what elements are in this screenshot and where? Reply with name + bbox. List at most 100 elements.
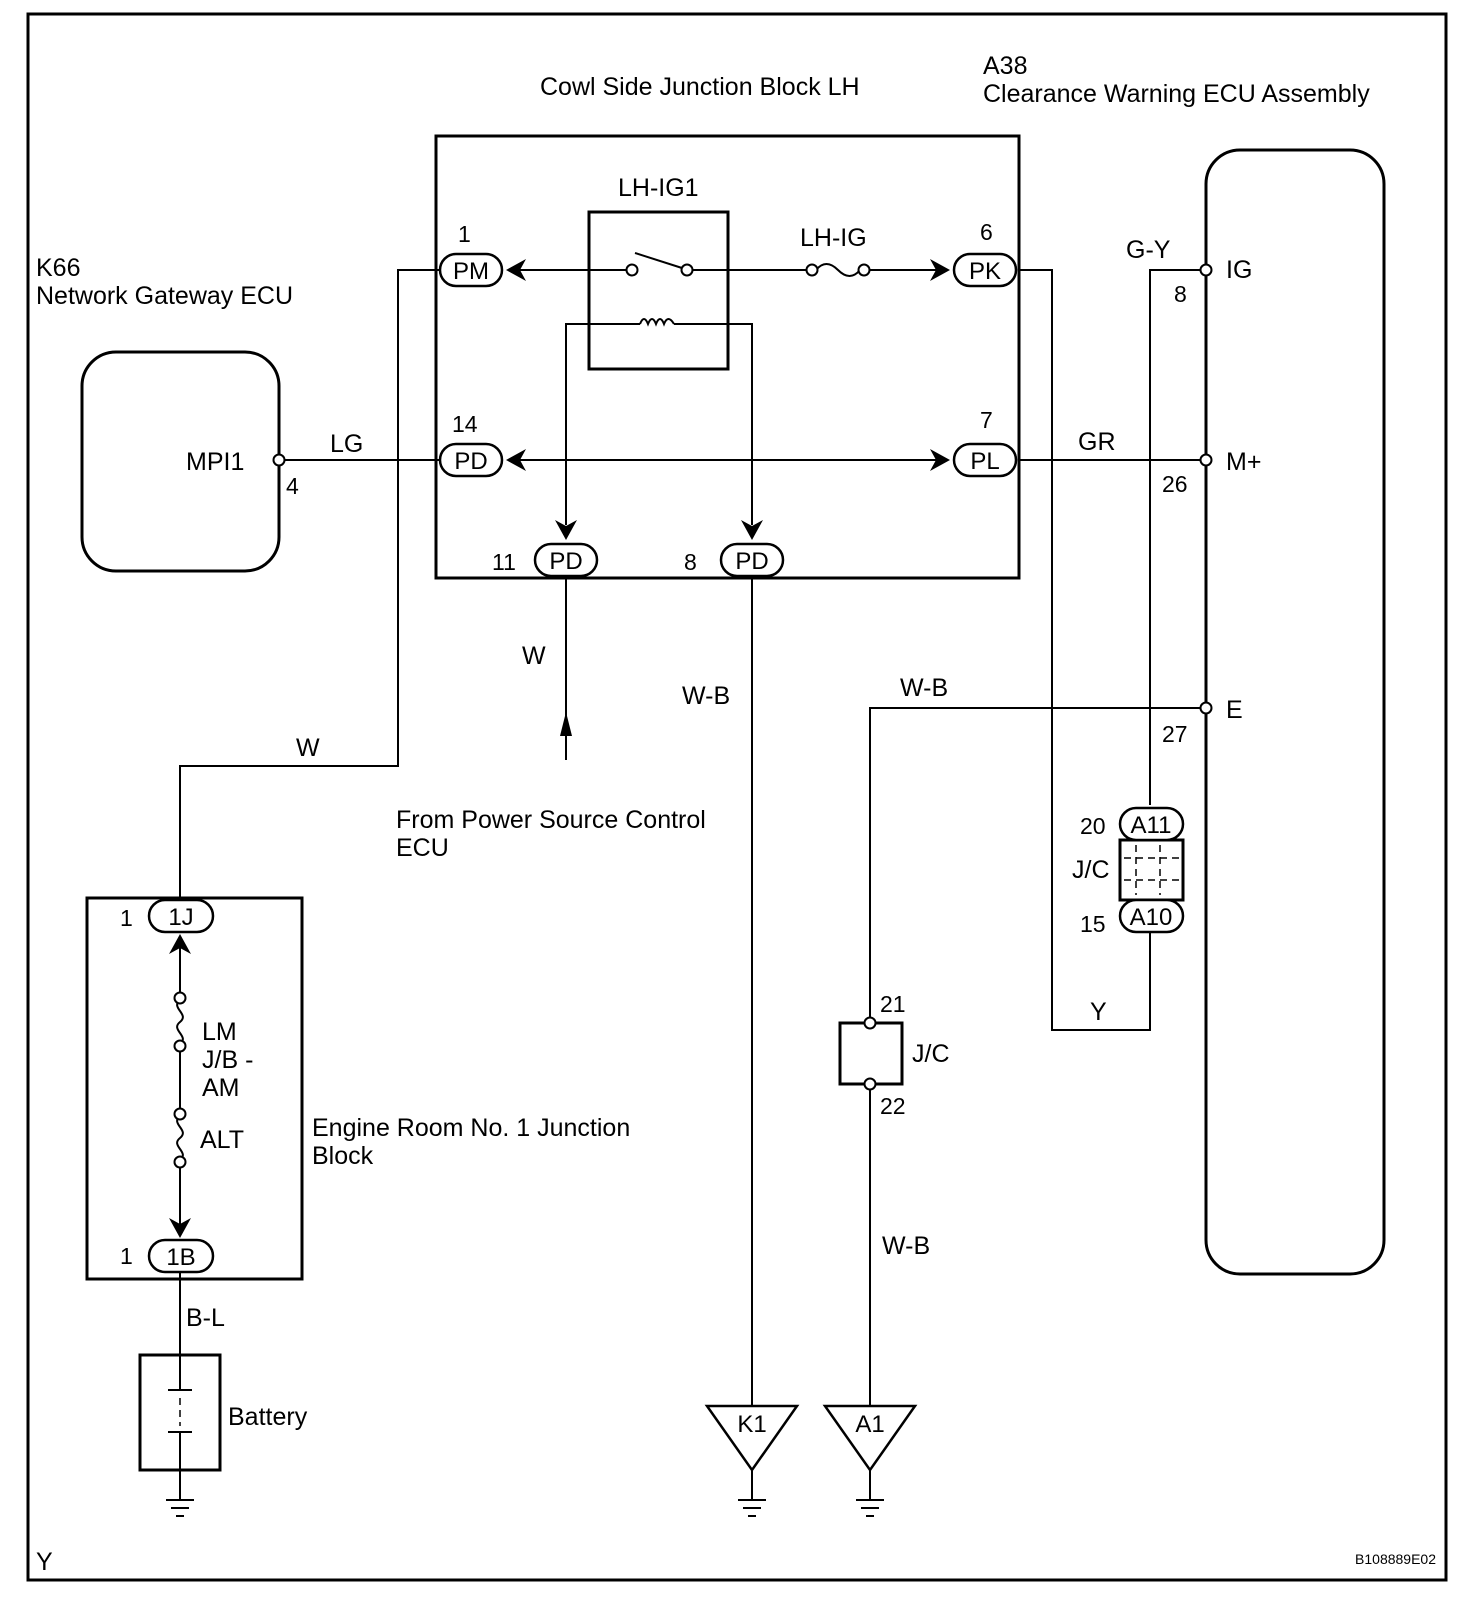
node-fuse-1 <box>805 263 819 277</box>
node-mplus <box>1199 453 1213 467</box>
from-power-source-1: From Power Source Control <box>396 806 706 834</box>
wire-label-gy: G-Y <box>1126 236 1171 264</box>
connector-1b <box>147 1238 215 1274</box>
fuse-lh-ig-symbol <box>815 263 861 277</box>
node-ig <box>1199 263 1213 277</box>
node-lm-2 <box>173 1039 187 1053</box>
connector-pd-14 <box>438 442 504 478</box>
wire-y <box>1020 269 1151 1031</box>
wire-label-w-mid: W <box>522 642 546 670</box>
fuse-alt-symbol <box>176 1115 184 1161</box>
connector-pd-8-label: PD <box>735 548 768 575</box>
fuse-lh-ig-label: LH-IG <box>800 224 867 252</box>
chevron-pm-icon <box>506 259 526 281</box>
jc-block-upper <box>1118 838 1185 902</box>
chevron-pd8-icon <box>741 520 763 540</box>
connector-a11 <box>1118 806 1185 842</box>
node-relay-contact-1 <box>625 263 639 277</box>
pin-pk: 6 <box>980 219 993 245</box>
terminal-mplus: M+ <box>1226 448 1261 476</box>
pin-pd-8: 8 <box>684 549 697 575</box>
ground-point-k1-label: K1 <box>737 1411 766 1438</box>
wire-label-wb-low: W-B <box>882 1232 930 1260</box>
relay-coil-symbol <box>639 318 675 327</box>
ground-point-k1 <box>704 1404 800 1473</box>
wire-label-lg: LG <box>330 430 363 458</box>
connector-pm <box>438 252 504 288</box>
a38-name: Clearance Warning ECU Assembly <box>983 80 1370 108</box>
terminal-e: E <box>1226 696 1243 724</box>
battery-label: Battery <box>228 1403 308 1431</box>
chevron-pd14-icon <box>506 449 526 471</box>
wire-coil-left <box>565 323 640 525</box>
connector-a11-label: A11 <box>1131 812 1172 839</box>
node-alt-1 <box>173 1107 187 1121</box>
wire-label-y: Y <box>1090 998 1107 1026</box>
wire-label-wb-e: W-B <box>900 674 948 702</box>
wire-coil-right <box>674 323 753 525</box>
wire-label-bl: B-L <box>186 1304 225 1332</box>
connector-pd-14-label: PD <box>454 448 487 475</box>
wire-gy <box>1149 269 1200 805</box>
pin-pl: 7 <box>980 407 993 433</box>
pin-a10: 15 <box>1080 911 1106 937</box>
wire-label-gr: GR <box>1078 428 1116 456</box>
footer-left: Y <box>36 1548 53 1576</box>
chevron-pl-icon <box>930 449 950 471</box>
pin-e: 27 <box>1162 721 1188 747</box>
terminal-mpi1: MPI1 <box>186 448 244 476</box>
node-relay-contact-2 <box>680 263 694 277</box>
from-power-source-2: ECU <box>396 834 449 862</box>
node-jc-21 <box>863 1016 877 1030</box>
fuse-alt-label: ALT <box>200 1126 244 1154</box>
fuse-lm-symbol <box>176 999 184 1045</box>
pin-mplus: 26 <box>1162 471 1188 497</box>
ground-point-a1 <box>822 1404 918 1473</box>
chevron-1j-icon <box>169 934 191 954</box>
chevron-1b-icon <box>169 1218 191 1238</box>
relay-lh-ig1 <box>587 210 730 371</box>
diagram-frame <box>26 12 1448 1582</box>
connector-1j <box>147 898 215 934</box>
jc-upper-label: J/C <box>1072 856 1110 884</box>
arrow-up-icon <box>560 712 572 736</box>
pin-pd-14: 14 <box>452 411 478 437</box>
connector-pd-8 <box>719 542 785 578</box>
wire-w-left <box>179 269 440 900</box>
fuse-lm-label-3: AM <box>202 1074 240 1102</box>
node-e <box>1199 701 1213 715</box>
node-mpi1 <box>272 453 286 467</box>
connector-1j-label: 1J <box>168 904 193 931</box>
footer-right: B108889E02 <box>1355 1551 1436 1567</box>
engine-room-junction-block <box>85 896 304 1281</box>
engine-block-title-2: Block <box>312 1142 374 1170</box>
node-jc-22 <box>863 1077 877 1091</box>
wire-wb-e <box>869 707 1200 1023</box>
node-lm-1 <box>173 991 187 1005</box>
node-alt-2 <box>173 1155 187 1169</box>
connector-pd-11-label: PD <box>549 548 582 575</box>
fuse-lm-label-2: J/B - <box>202 1046 253 1074</box>
pin-1j: 1 <box>120 905 133 931</box>
chevron-pk-icon <box>930 259 950 281</box>
pin-1b: 1 <box>120 1243 133 1269</box>
k66-code: K66 <box>36 254 80 282</box>
wire-label-wb-mid: W-B <box>682 682 730 710</box>
connector-pl <box>952 442 1018 478</box>
chevron-pd11-icon <box>555 520 577 540</box>
connector-1b-label: 1B <box>166 1244 195 1271</box>
pin-a11: 20 <box>1080 813 1106 839</box>
jc-lower-label: J/C <box>912 1040 950 1068</box>
connector-pd-11 <box>533 542 599 578</box>
wire-label-w-left: W <box>296 734 320 762</box>
k66-network-gateway-ecu <box>80 350 281 573</box>
jc-block-lower <box>838 1021 904 1086</box>
connector-pk <box>952 252 1018 288</box>
relay-name: LH-IG1 <box>618 174 699 202</box>
cowl-junction-block <box>434 134 1021 580</box>
pin-jc-22: 22 <box>880 1093 906 1119</box>
connector-a10-label: A10 <box>1130 904 1173 931</box>
pin-jc-21: 21 <box>880 991 906 1017</box>
cowl-block-title: Cowl Side Junction Block LH <box>540 73 860 101</box>
